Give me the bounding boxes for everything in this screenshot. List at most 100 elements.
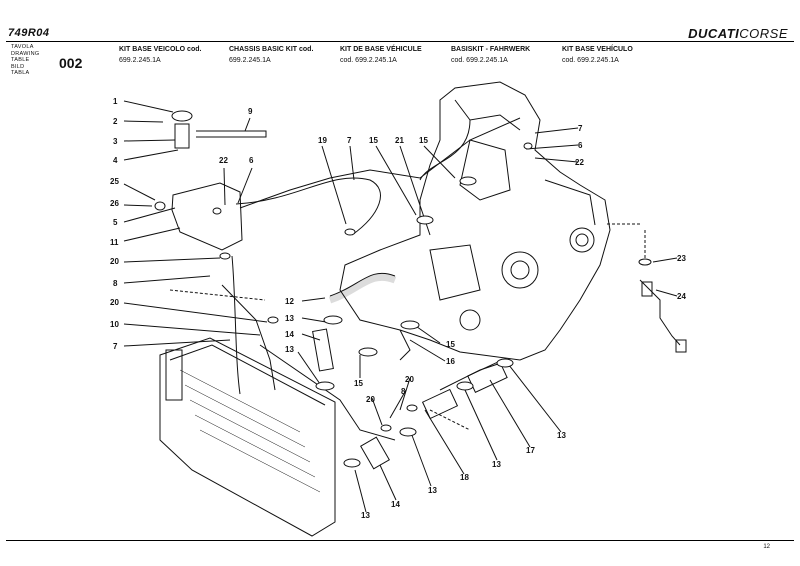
radiator-top-edge [169, 344, 326, 406]
callout-label: 20 [110, 298, 119, 307]
tank-cap [174, 123, 190, 149]
leader-line [399, 377, 411, 411]
callout-label: 20 [366, 395, 375, 404]
callout-label: 15 [369, 136, 378, 145]
fitting-22 [212, 207, 222, 215]
leader-line [301, 317, 327, 323]
hose-14-lower [360, 436, 390, 470]
hose-16 [399, 329, 411, 361]
hose-clamp-small [406, 404, 418, 412]
tavola-label: TAVOLA [11, 44, 34, 50]
callout-label: 3 [113, 137, 118, 146]
kit-code: 699.2.245.1A [119, 57, 161, 64]
callout-label: 17 [526, 446, 535, 455]
leader-line [534, 127, 579, 134]
hose-clamp [358, 347, 378, 357]
leader-line [489, 379, 531, 448]
leader-line [504, 359, 562, 433]
hose-clamp [399, 427, 417, 437]
hose-10 [231, 255, 241, 395]
callout-label: 25 [110, 177, 119, 186]
expansion-tank [171, 182, 243, 251]
guide-line [169, 289, 266, 301]
brand-name-bold: DUCATI [688, 26, 740, 41]
leader-line [123, 207, 176, 223]
filler-cap [171, 110, 193, 122]
leader-line [379, 464, 397, 501]
radiator-fins [179, 369, 321, 493]
callout-label: 7 [578, 124, 583, 133]
hose-7 [239, 117, 521, 209]
sensor-24-wire [639, 279, 681, 346]
leader-line [464, 389, 498, 461]
leader-line [123, 100, 174, 113]
hose-8 [221, 284, 276, 391]
leader-line [297, 351, 321, 385]
hose-clamp [416, 215, 434, 225]
leader-line [123, 323, 261, 336]
callout-label: 13 [428, 486, 437, 495]
callout-label: 26 [110, 199, 119, 208]
callout-label: 1 [113, 97, 118, 106]
hose-14 [312, 328, 334, 372]
callout-label: 5 [113, 218, 118, 227]
callout-label: 6 [249, 156, 254, 165]
brand-logo: DUCATICORSE [688, 26, 788, 41]
table-number: 002 [59, 55, 83, 71]
callout-label: 18 [460, 473, 469, 482]
kit-column-es: KIT BASE VEHÍCULO cod. 699.2.245.1A [562, 44, 633, 66]
footer-rule [6, 540, 794, 541]
washer-26 [154, 201, 166, 211]
engine-boss [459, 309, 481, 331]
leader-line [409, 339, 446, 362]
leader-line [123, 120, 164, 123]
leader-line [534, 157, 579, 163]
callout-label: 21 [395, 136, 404, 145]
leader-line [301, 297, 326, 302]
kit-code: cod. 699.2.245.1A [562, 57, 619, 64]
hose-9 [196, 130, 267, 138]
engine-detail [454, 99, 521, 131]
leader-line [409, 429, 432, 487]
engine-detail [544, 179, 596, 226]
kit-column-it: KIT BASE VEICOLO cod. 699.2.245.1A [119, 44, 201, 66]
kit-code: cod. 699.2.245.1A [340, 57, 397, 64]
leader-line [301, 333, 321, 341]
tavola-label: TABLE [11, 57, 30, 64]
brand-name-light: CORSE [739, 26, 788, 41]
callout-label: 10 [110, 320, 119, 329]
leader-line [123, 149, 179, 161]
kit-title: KIT BASE VEICOLO cod. [119, 46, 202, 53]
callout-label: 8 [401, 387, 406, 396]
radiator-outline [159, 337, 336, 537]
kit-column-fr: KIT DE BASE VÉHICULE cod. 699.2.245.1A [340, 44, 422, 66]
kit-column-en: CHASSIS BASIC KIT cod. 699.2.245.1A [229, 44, 313, 66]
sensor-connector [675, 339, 687, 353]
callout-label: 9 [248, 107, 253, 116]
callout-label: 7 [113, 342, 118, 351]
callout-label: 16 [446, 357, 455, 366]
leader-line [321, 145, 347, 225]
hose-12-edge [329, 272, 396, 297]
kit-code: cod. 699.2.245.1A [451, 57, 508, 64]
leader-line [123, 275, 211, 284]
hose-clamp [315, 381, 335, 391]
guide-line [429, 409, 471, 431]
hose-clamp [459, 176, 477, 186]
leader-line [223, 167, 226, 206]
fitting-6 [523, 142, 533, 150]
callout-label: 15 [354, 379, 363, 388]
hose-clamp-small [219, 252, 231, 260]
hose-15 [419, 119, 471, 181]
hose-clamp [456, 381, 474, 391]
callout-label: 14 [391, 500, 400, 509]
callout-label: 6 [578, 141, 583, 150]
tavola-label: TABLA [11, 70, 30, 77]
kit-title: CHASSIS BASIC KIT cod. [229, 46, 314, 53]
callout-label: 13 [492, 460, 501, 469]
tavola-label: BILD [11, 63, 25, 70]
leader-line [655, 289, 678, 297]
hose-clamp-small [380, 424, 392, 432]
callout-label: 15 [446, 340, 455, 349]
